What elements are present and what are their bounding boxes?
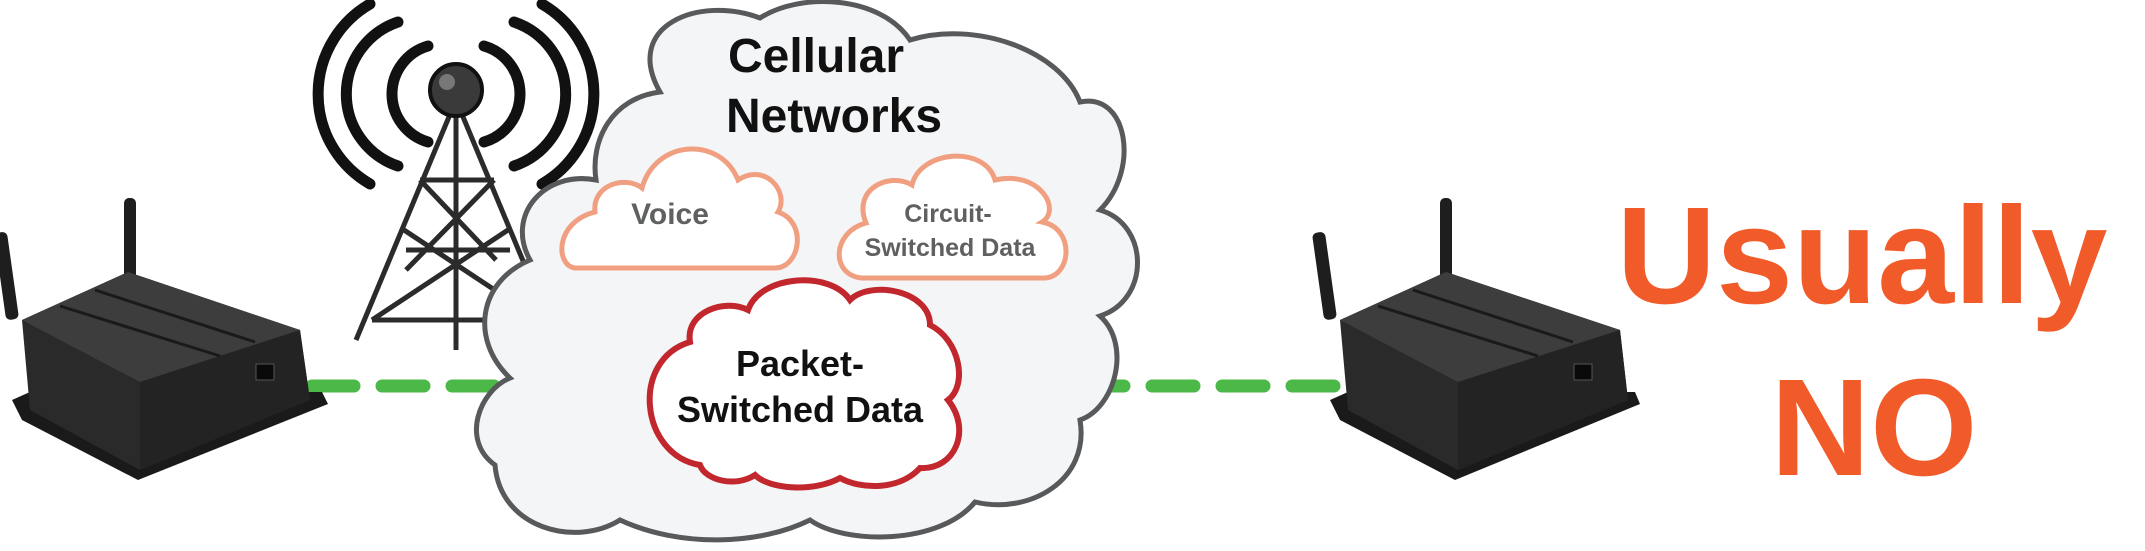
packet-switched-cloud [646,277,963,491]
answer-line2: NO [1771,351,1978,505]
router-device-icon [1312,198,1640,480]
circuit-switched-label-line2: Switched Data [865,234,1037,262]
circuit-switched-label-line1: Circuit- [904,200,992,228]
answer-line1: Usually [1617,179,2108,333]
circuit-switched-cloud [836,153,1069,281]
cloud-title-line2: Networks [726,90,942,143]
voice-label: Voice [631,198,709,231]
router-device-icon [0,198,328,480]
cloud-title-line1: Cellular [728,30,904,83]
packet-switched-label-line2: Switched Data [677,389,924,430]
voice-cloud [559,146,800,271]
cellular-network-cloud [474,0,1140,543]
packet-switched-label-line1: Packet- [736,343,864,384]
